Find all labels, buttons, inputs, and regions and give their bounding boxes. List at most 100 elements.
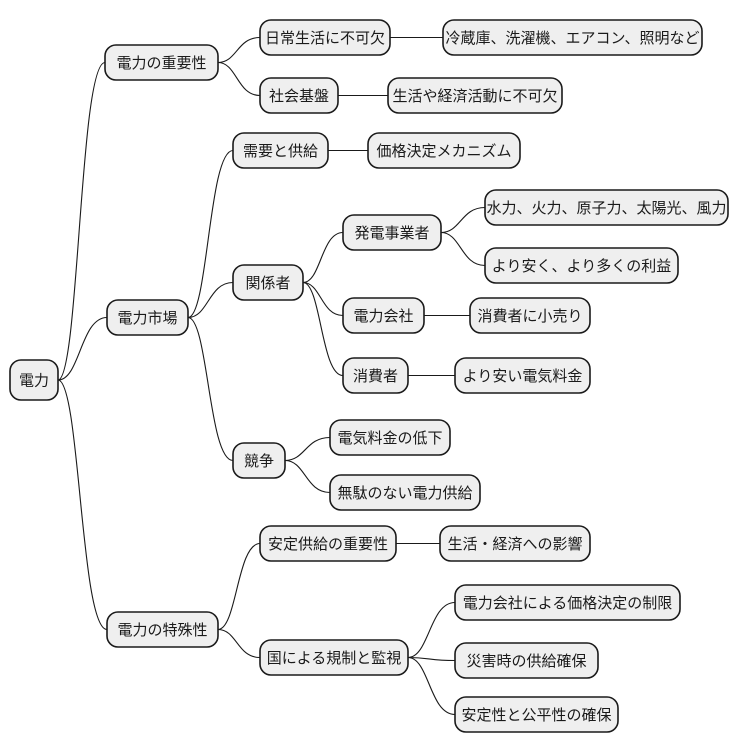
- mindmap-node[interactable]: 災害時の供給確保: [454, 642, 599, 679]
- mindmap-edge: [57, 379, 108, 631]
- mindmap-node[interactable]: より安い電気料金: [454, 357, 591, 394]
- node-label: 消費者に小売り: [477, 307, 582, 325]
- mindmap-edge: [187, 316, 234, 462]
- mindmap-node[interactable]: 電力: [9, 359, 59, 401]
- node-label: 国による規制と監視: [267, 649, 402, 667]
- mindmap-edge: [187, 149, 234, 319]
- node-shape: [454, 584, 681, 621]
- node-shape: [484, 189, 729, 226]
- node-shape: [342, 297, 425, 334]
- mindmap-edge: [407, 656, 456, 662]
- node-shape: [484, 247, 679, 284]
- node-shape: [439, 525, 591, 562]
- mindmap-node[interactable]: 生活や経済活動に不可欠: [387, 77, 563, 114]
- mindmap-node[interactable]: 電力の重要性: [104, 44, 219, 81]
- node-shape: [259, 639, 409, 676]
- node-label: 価格決定メカニズム: [376, 142, 511, 160]
- mindmap-node[interactable]: 社会基盤: [259, 77, 339, 114]
- node-label: 電力会社による価格決定の制限: [463, 594, 673, 612]
- mindmap-node[interactable]: 生活・経済への影響: [439, 525, 591, 562]
- node-shape: [232, 264, 304, 301]
- mindmap-edge: [217, 61, 261, 97]
- mindmap-node[interactable]: 安定性と公平性の確保: [454, 696, 619, 733]
- node-shape: [387, 77, 563, 114]
- mindmap-node[interactable]: 電力の特殊性: [106, 611, 219, 648]
- mindmap-node[interactable]: 消費者に小売り: [469, 297, 591, 334]
- mindmap-node[interactable]: 日常生活に不可欠: [259, 19, 391, 56]
- mindmap-edge: [407, 656, 456, 716]
- mindmap-node[interactable]: 消費者: [342, 357, 409, 394]
- node-label: 電力: [19, 372, 49, 390]
- mindmap-node[interactable]: 電力会社: [342, 297, 425, 334]
- mindmap-edge: [187, 281, 234, 319]
- mindmap-edge: [284, 436, 331, 462]
- mindmap-edge: [217, 36, 261, 64]
- node-shape: [9, 359, 59, 401]
- mindmap-node[interactable]: 国による規制と監視: [259, 639, 409, 676]
- node-label: 安定性と公平性の確保: [461, 706, 611, 724]
- mindmap-node[interactable]: より安く、より多くの利益: [484, 247, 679, 284]
- node-shape: [329, 474, 481, 511]
- node-shape: [259, 19, 391, 56]
- node-label: 発電事業者: [354, 224, 429, 242]
- node-shape: [259, 77, 339, 114]
- node-shape: [454, 696, 619, 733]
- node-shape: [106, 611, 219, 648]
- node-shape: [442, 19, 703, 56]
- mindmap-node[interactable]: 競争: [232, 442, 286, 479]
- node-label: 生活や経済活動に不可欠: [392, 87, 557, 105]
- node-label: 安定供給の重要性: [268, 535, 388, 553]
- mindmap-node[interactable]: 価格決定メカニズム: [367, 132, 521, 169]
- node-label: 電力市場: [117, 309, 177, 327]
- node-shape: [342, 357, 409, 394]
- node-label: 災害時の供給確保: [466, 652, 586, 670]
- mindmap-edge: [217, 542, 261, 631]
- node-label: 電力の特殊性: [117, 621, 207, 639]
- mindmap-edge: [57, 316, 108, 381]
- node-shape: [454, 357, 591, 394]
- node-label: 無駄のない電力供給: [337, 484, 472, 502]
- node-shape: [469, 297, 591, 334]
- node-label: 水力、火力、原子力、太陽光、風力: [486, 199, 726, 217]
- mindmap-node[interactable]: 冷蔵庫、洗濯機、エアコン、照明など: [442, 19, 703, 56]
- mindmap-edge: [407, 601, 456, 659]
- mindmap-node[interactable]: 無駄のない電力供給: [329, 474, 481, 511]
- node-shape: [329, 419, 451, 456]
- node-shape: [104, 44, 219, 81]
- node-shape: [106, 299, 189, 336]
- mindmap-node[interactable]: 需要と供給: [232, 132, 329, 169]
- node-label: 電力会社: [353, 307, 413, 325]
- node-label: より安い電気料金: [463, 367, 583, 385]
- mindmap-edge: [284, 459, 331, 494]
- node-shape: [342, 214, 442, 251]
- mindmap-edge: [302, 281, 344, 377]
- node-label: 日常生活に不可欠: [265, 29, 385, 47]
- mindmap-node[interactable]: 電気料金の低下: [329, 419, 451, 456]
- mindmap-node[interactable]: 発電事業者: [342, 214, 442, 251]
- mindmap-edge: [57, 61, 106, 381]
- mindmap-node[interactable]: 安定供給の重要性: [259, 525, 397, 562]
- mindmap-node[interactable]: 関係者: [232, 264, 304, 301]
- mindmap-edge: [440, 206, 486, 234]
- mindmap-edge: [302, 281, 344, 317]
- node-label: 電気料金の低下: [337, 429, 442, 447]
- node-label: より安く、より多くの利益: [492, 257, 671, 275]
- node-label: 関係者: [245, 274, 290, 292]
- mindmap-node[interactable]: 電力会社による価格決定の制限: [454, 584, 681, 621]
- mindmap-node[interactable]: 電力市場: [106, 299, 189, 336]
- mindmap-node[interactable]: 水力、火力、原子力、太陽光、風力: [484, 189, 729, 226]
- mindmap-edge: [440, 231, 486, 267]
- node-shape: [232, 132, 329, 169]
- node-label: 需要と供給: [243, 142, 318, 160]
- edge-layer: [57, 36, 486, 716]
- node-label: 冷蔵庫、洗濯機、エアコン、照明など: [445, 29, 699, 47]
- node-label: 消費者: [353, 367, 398, 385]
- node-label: 生活・経済への影響: [447, 535, 582, 553]
- mindmap-edge: [217, 628, 261, 659]
- node-label: 競争: [244, 452, 274, 470]
- node-label: 電力の重要性: [116, 54, 206, 72]
- node-label: 社会基盤: [269, 87, 329, 105]
